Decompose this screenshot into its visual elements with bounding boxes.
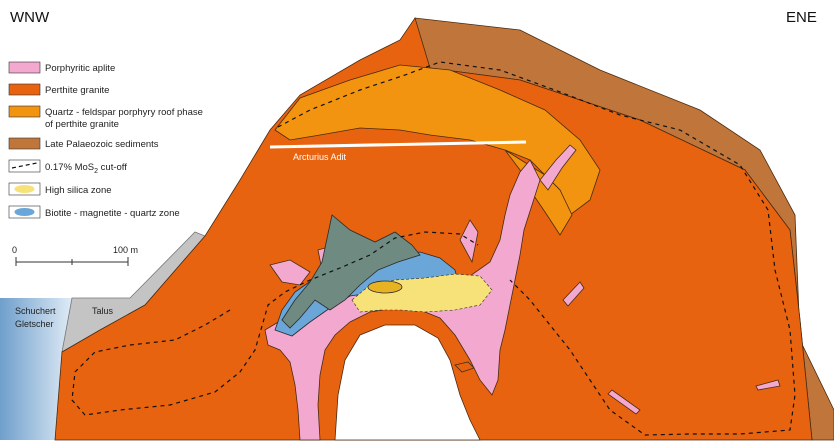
adit-label: Arcturius Adit xyxy=(293,152,347,162)
glacier-label-line1: Schuchert xyxy=(15,306,56,316)
legend-item-aplite: Porphyritic aplite xyxy=(9,62,115,74)
legend-label-biotite: Biotite - magnetite - quartz zone xyxy=(45,208,180,219)
legend-item-sediments: Late Palaeozoic sediments xyxy=(9,138,159,150)
legend-swatch-biotite xyxy=(15,208,35,216)
legend-item-cutoff: 0.17% MoS2 cut-off xyxy=(9,160,127,175)
legend-item-perthite: Perthite granite xyxy=(9,84,109,96)
legend-label-silica: High silica zone xyxy=(45,185,112,196)
legend-label-cutoff-main: 0.17% MoS xyxy=(45,162,94,173)
silica-lens xyxy=(368,281,402,293)
legend-swatch-cutoff xyxy=(9,160,40,172)
legend-label-sediments: Late Palaeozoic sediments xyxy=(45,139,159,150)
scale-bar: 0 100 m xyxy=(12,245,138,266)
legend: Porphyritic aplite Perthite granite Quar… xyxy=(9,62,203,219)
talus-label: Talus xyxy=(92,306,114,316)
direction-left: WNW xyxy=(10,9,50,26)
legend-label-roof: Quartz - feldspar porphyry roof phase xyxy=(45,107,203,118)
legend-swatch-roof xyxy=(9,106,40,117)
legend-label-cutoff-post: cut-off xyxy=(98,162,127,173)
legend-label-perthite: Perthite granite xyxy=(45,85,109,96)
legend-item-biotite: Biotite - magnetite - quartz zone xyxy=(9,206,180,219)
scale-label-end: 100 m xyxy=(113,245,138,255)
legend-label-cutoff: 0.17% MoS2 cut-off xyxy=(45,162,127,175)
legend-item-silica: High silica zone xyxy=(9,183,112,196)
legend-swatch-perthite xyxy=(9,84,40,95)
direction-right: ENE xyxy=(786,9,817,26)
legend-item-roof: Quartz - feldspar porphyry roof phase of… xyxy=(9,106,203,130)
legend-swatch-sediments xyxy=(9,138,40,149)
scale-label-start: 0 xyxy=(12,245,17,255)
legend-label-roof-line2: of perthite granite xyxy=(45,119,119,130)
legend-swatch-aplite xyxy=(9,62,40,73)
glacier-label-line2: Gletscher xyxy=(15,319,54,329)
legend-swatch-silica xyxy=(15,185,35,193)
legend-label-aplite: Porphyritic aplite xyxy=(45,63,115,74)
